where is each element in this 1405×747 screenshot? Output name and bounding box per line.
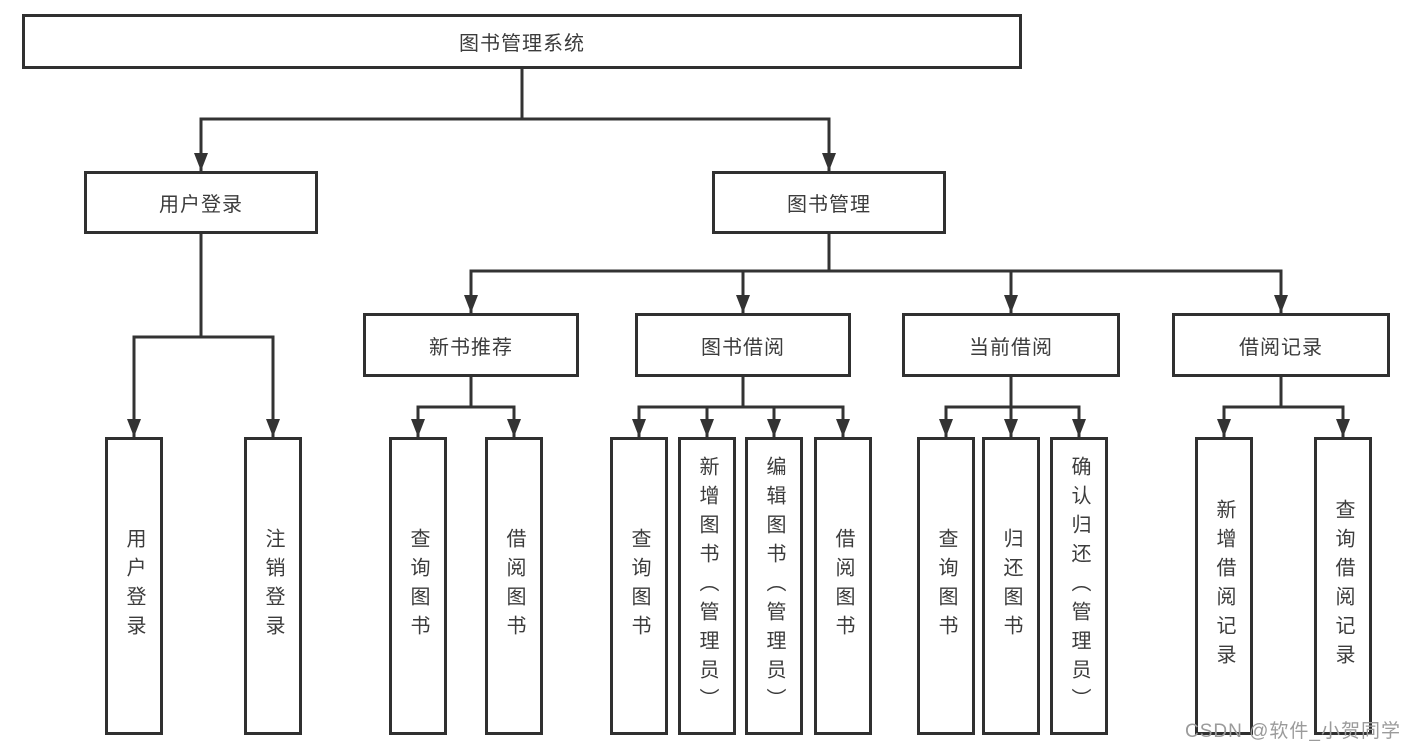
leaf-query-borrow-record: 查询借阅记录	[1314, 437, 1372, 735]
leaf-query-books-borrow: 查询图书	[610, 437, 668, 735]
csdn-watermark: CSDN @软件_小贺同学	[1185, 721, 1401, 742]
node-current-borrow: 当前借阅	[902, 313, 1120, 377]
leaf-borrow-books-newbooks: 借阅图书	[485, 437, 543, 735]
leaf-add-borrow-record: 新增借阅记录	[1195, 437, 1253, 735]
leaf-query-books-newbooks: 查询图书	[389, 437, 447, 735]
node-new-book-recommend: 新书推荐	[363, 313, 579, 377]
leaf-user-login: 用户登录	[105, 437, 163, 735]
node-book-borrow: 图书借阅	[635, 313, 851, 377]
leaf-confirm-return-admin: 确认归还（管理员）	[1050, 437, 1108, 735]
tree-edges	[132, 69, 1345, 437]
leaf-return-books: 归还图书	[982, 437, 1040, 735]
leaf-borrow-books-borrow: 借阅图书	[814, 437, 872, 735]
arrowheads	[127, 153, 1350, 437]
node-book-management: 图书管理	[712, 171, 946, 234]
leaf-logout-login: 注销登录	[244, 437, 302, 735]
node-user-login-branch: 用户登录	[84, 171, 318, 234]
node-borrow-records: 借阅记录	[1172, 313, 1390, 377]
node-root: 图书管理系统	[22, 14, 1022, 69]
leaf-query-books-current: 查询图书	[917, 437, 975, 735]
leaf-edit-books-admin: 编辑图书（管理员）	[745, 437, 803, 735]
leaf-add-books-admin: 新增图书（管理员）	[678, 437, 736, 735]
